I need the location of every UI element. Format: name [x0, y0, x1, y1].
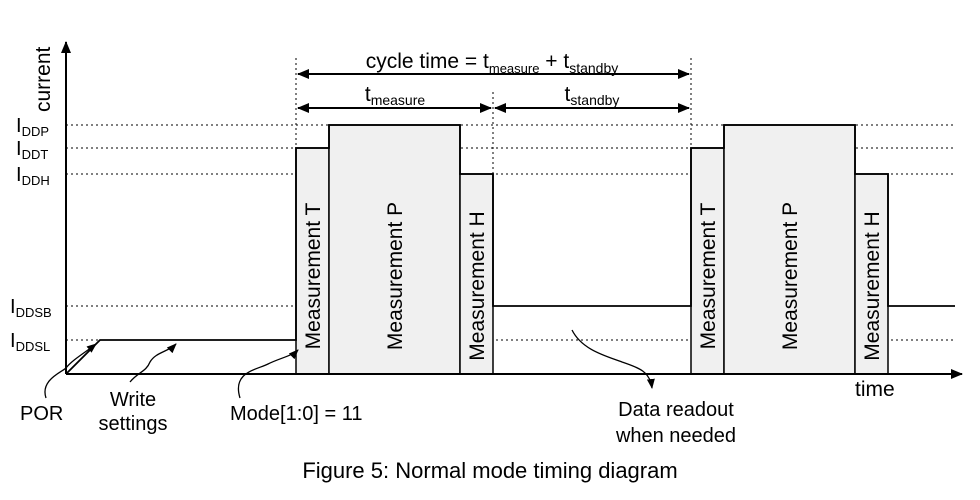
figure-caption: Figure 5: Normal mode timing diagram — [302, 458, 677, 483]
data-readout-line2: when needed — [615, 425, 736, 447]
por-pointer — [44, 343, 97, 399]
label-iddsb: IDDSB — [10, 296, 52, 320]
block-measurement-h-2 — [854, 173, 889, 375]
measurement-blocks — [295, 124, 889, 375]
block-measurement-t-2 — [690, 147, 725, 375]
x-axis-label: time — [855, 378, 895, 401]
annotations: POR Write settings Mode[1:0] = 11 Data r… — [20, 389, 736, 447]
label-iddp: IDDP — [16, 115, 49, 139]
data-readout-pointer — [571, 329, 655, 389]
label-measurement-p-1: Measurement P — [384, 202, 407, 350]
label-measurement-h-1: Measurement H — [466, 211, 489, 360]
block-measurement-p-2 — [723, 124, 856, 375]
label-measurement-t-1: Measurement T — [302, 202, 325, 349]
mode-label: Mode[1:0] = 11 — [230, 403, 363, 425]
mode-pointer — [237, 349, 299, 399]
por-label: POR — [20, 403, 63, 425]
label-measurement-h-2: Measurement H — [861, 211, 884, 360]
write-settings-line2: settings — [99, 413, 168, 435]
segment-labels: Measurement T Measurement P Measurement … — [302, 202, 884, 361]
t-measure-label: tmeasure — [365, 83, 426, 108]
data-readout-line1: Data readout — [618, 399, 734, 421]
label-iddh: IDDH — [16, 164, 50, 188]
label-measurement-p-2: Measurement P — [779, 202, 802, 350]
y-axis-label: current — [32, 46, 55, 112]
label-iddt: IDDT — [16, 138, 48, 162]
block-measurement-h-1 — [459, 173, 494, 375]
write-settings-line1: Write — [110, 389, 156, 411]
label-measurement-t-2: Measurement T — [697, 202, 720, 349]
write-settings-pointer — [129, 343, 177, 383]
level-labels: IDDP IDDT IDDH IDDSB IDDSL — [10, 115, 52, 354]
label-iddsl: IDDSL — [10, 330, 50, 354]
cycle-time-label: cycle time = tmeasure + tstandby — [366, 50, 619, 76]
current-waveform — [65, 124, 955, 375]
annotation-pointers — [44, 329, 655, 399]
t-standby-label: tstandby — [565, 83, 620, 108]
